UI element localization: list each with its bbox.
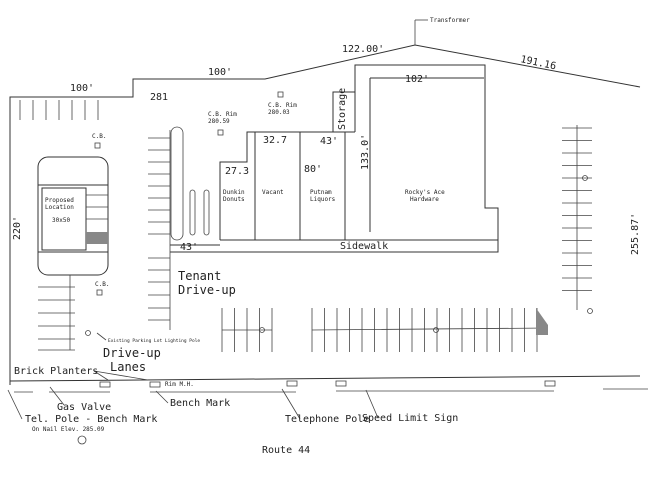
cb-rim-2: C.B. Rim [268,102,297,109]
store-dunkin-2: Donuts [223,196,245,203]
transformer-label: Transformer [430,17,470,24]
hatched-area [86,232,108,244]
cb-rim-1: C.B. Rim [208,111,237,118]
store-putnam-2: Liquors [310,196,336,203]
brick-planters-label: Brick Planters [14,366,98,377]
parking-stripes-right [562,125,592,310]
dim-liquors-width: 43' [320,136,338,147]
parking-stripe [311,327,549,331]
dim-top-left: 100' [70,83,94,94]
dim-vacant: 32.7 [263,135,287,146]
dim-dunkin: 27.3 [225,166,249,177]
rim-mh-label: Rim M.H. [165,381,194,388]
dim-top-right: 191.16 [519,54,557,72]
proposed-island [37,156,109,276]
parking-stripes-front [221,308,549,352]
tenant-2: Drive-up [178,283,236,297]
store-rockys-2: Hardware [410,196,439,203]
cb-rim-1-elev: 280.59 [208,118,230,125]
cb-1: C.B. [92,133,106,140]
dim-top-mid: 100' [208,67,232,78]
dim-left-side: 220' [12,216,23,240]
dim-building-width: 102' [405,74,429,85]
gas-valve-label: Gas Valve [57,402,111,413]
elevation-label: 281 [150,92,168,103]
driveup-1: Drive-up [103,346,161,360]
proposed-1: Proposed [45,197,74,204]
storage-label: Storage [337,88,348,130]
lighting-pole-label: Existing Parking Lot Lighting Pole [108,338,200,344]
tenant-1: Tenant [178,269,221,283]
dim-liquors-depth: 80' [304,164,322,175]
hatched-corner [536,308,548,335]
leader-lines [7,19,428,420]
speed-limit-label: Speed Limit Sign [362,413,458,424]
dim-right-side: 255.87' [630,213,641,255]
road-label: Route 44 [262,445,310,456]
dim-top-angle: 122.00' [342,44,384,55]
proposed-2: Location [45,204,74,211]
cb-rim-2-elev: 280.03 [268,109,290,116]
store-rockys-1: Rocky's Ace [405,189,445,196]
store-dunkin-1: Dunkin [223,189,245,196]
proposed-size: 30x50 [52,217,70,224]
bench-mark-label: Bench Mark [170,398,230,409]
store-vacant: Vacant [262,189,284,196]
telephone-pole-label: Telephone Pole [285,414,369,425]
front-property-line [9,375,641,382]
driveup-2: Lanes [110,360,146,374]
cb-2: C.B. [95,281,109,288]
on-nail-label: On Nail Elev. 285.09 [32,426,105,433]
dim-building-depth: 133.0' [360,134,371,170]
parking-stripes-left [19,100,108,351]
building [170,64,499,253]
sidewalk-label: Sidewalk [340,241,388,252]
parking-stripes-tenant [148,126,210,330]
markers [14,91,648,445]
store-putnam-1: Putnam [310,189,332,196]
tel-pole-bench-mark-label: Tel. Pole - Bench Mark [25,414,157,425]
dim-sidewalk-offset: 43' [180,242,198,253]
